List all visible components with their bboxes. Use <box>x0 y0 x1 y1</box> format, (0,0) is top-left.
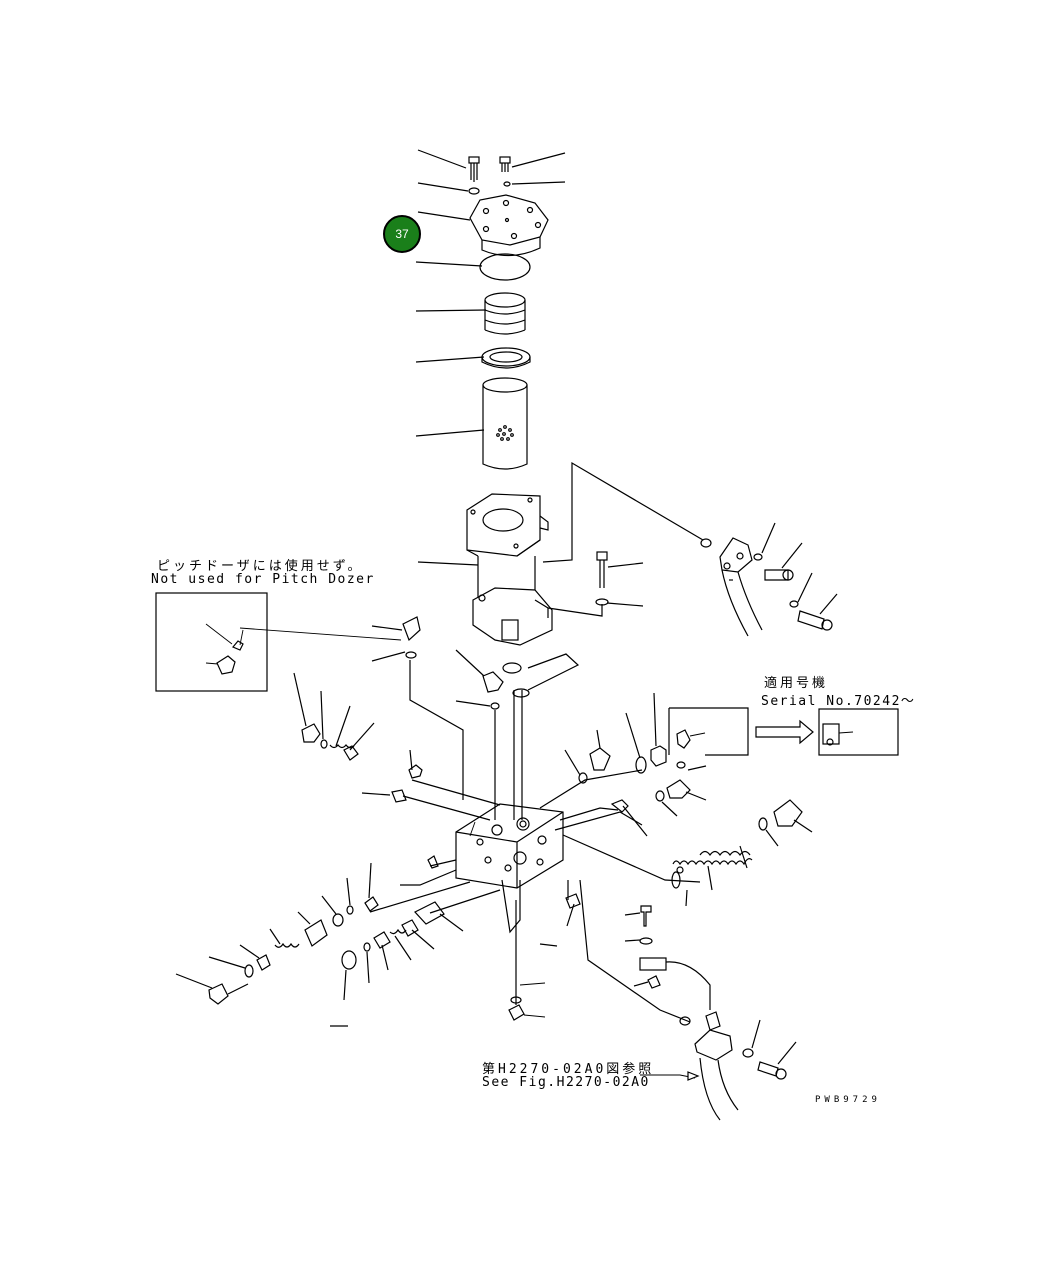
filter-housing <box>466 493 553 646</box>
housing-side-bolt <box>595 551 609 606</box>
seal-ring <box>481 347 531 369</box>
block-leaders <box>361 625 707 837</box>
valve-block <box>455 803 564 889</box>
filter-element <box>482 377 528 470</box>
right-spring-assembly <box>671 799 803 889</box>
sensor-leaders <box>624 912 797 1081</box>
housing-leaders <box>542 461 704 617</box>
applicable-units-jp: 適用号機 <box>764 676 829 691</box>
bottom-fittings <box>508 982 546 1021</box>
valve-block-lines <box>369 660 701 1023</box>
leader-lines-top <box>415 149 566 566</box>
serial-number-label: Serial No.70242～ <box>761 694 916 709</box>
part-callout-number: 37 <box>395 227 409 241</box>
sensor-assembly <box>639 905 787 1121</box>
o-ring <box>479 253 531 281</box>
see-figure-note-en: See Fig.H2270-02A0 <box>482 1075 650 1090</box>
pitch-dozer-note-en: Not used for Pitch Dozer <box>151 572 375 587</box>
left-fittings <box>208 723 581 1005</box>
spring <box>484 292 526 335</box>
block-fittings <box>391 616 691 813</box>
serial-box-right <box>818 708 899 756</box>
right-spring-leaders <box>685 819 813 907</box>
serial-arrow <box>755 719 814 745</box>
pipe-block-right <box>700 537 833 637</box>
pitch-dozer-box <box>155 592 402 692</box>
pitch-dozer-note-jp: ピッチドーザには使用せず。 <box>157 559 364 574</box>
top-bolts <box>468 156 511 195</box>
left-leaders <box>175 672 575 1027</box>
drawing-code: PWB9729 <box>815 1095 881 1105</box>
filter-cover <box>469 194 549 257</box>
pipe-block-leaders <box>729 522 838 615</box>
see-figure-note-jp: 第H2270-02A0図参照 <box>482 1062 655 1077</box>
part-callout-badge[interactable]: 37 <box>383 215 421 253</box>
serial-box-left <box>668 707 749 756</box>
